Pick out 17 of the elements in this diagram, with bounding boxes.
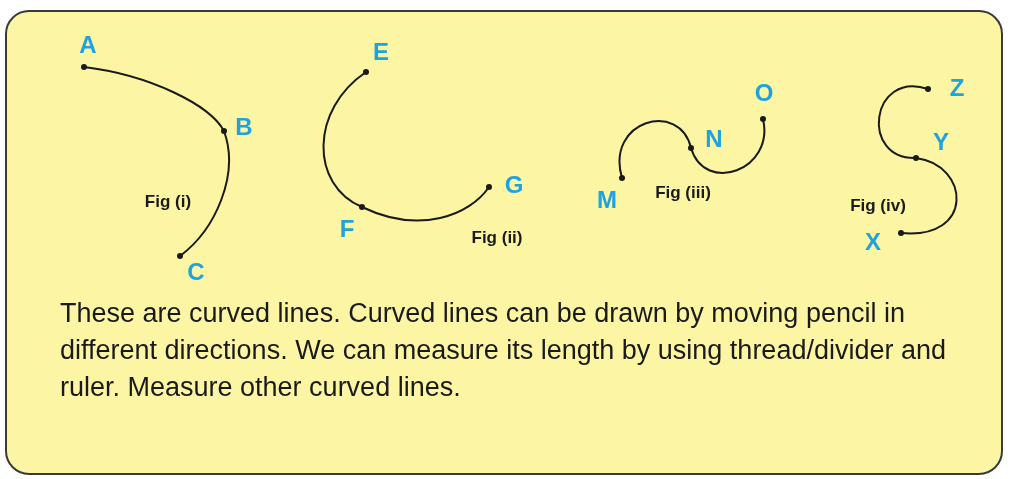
point-label: O: [754, 81, 774, 105]
point-label: Z: [949, 76, 965, 100]
point-label: X: [865, 230, 881, 254]
point-label: N: [705, 127, 723, 151]
point-label: A: [79, 33, 97, 57]
point-label: G: [504, 173, 524, 197]
point-label: Y: [933, 130, 949, 154]
point-label: C: [187, 260, 205, 284]
figure-caption: Fig (ii): [471, 228, 523, 246]
point-label: F: [339, 217, 355, 241]
figure-caption: Fig (iv): [850, 196, 906, 214]
point-label: B: [235, 115, 253, 139]
description-paragraph: These are curved lines. Curved lines can be drawn by moving pencil in different directions. We can measure its length by using thread/divider and ruler. Measure other curved lines.: [60, 297, 947, 404]
figure-caption: Fig (iii): [655, 183, 711, 201]
point-label: M: [597, 188, 617, 212]
point-label: E: [373, 40, 389, 64]
figure-caption: Fig (i): [144, 192, 192, 210]
